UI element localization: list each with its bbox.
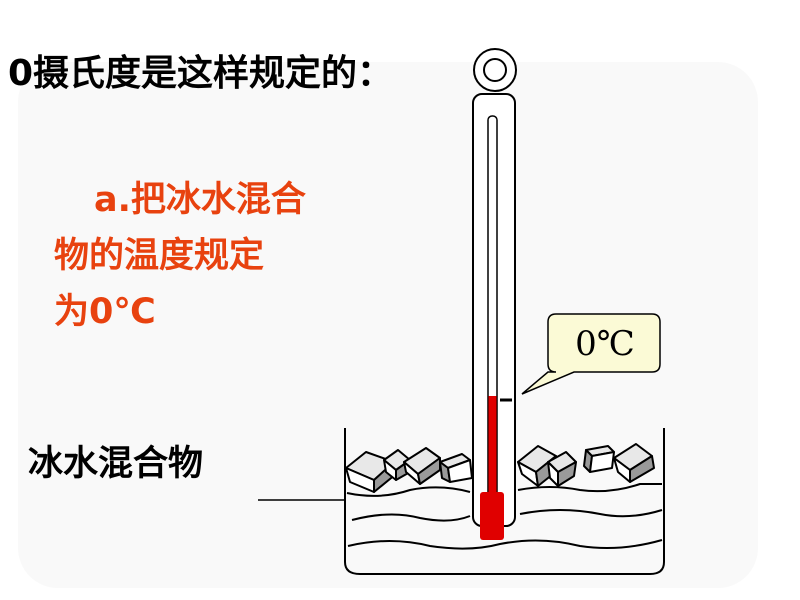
definition-line-1: a.把冰水混合 xyxy=(94,180,306,220)
ice-cube-2 xyxy=(383,449,411,481)
mercury-column xyxy=(488,396,497,500)
ice-cube-4 xyxy=(439,453,473,483)
mercury-bulb xyxy=(480,492,504,540)
beaker-outline xyxy=(344,428,665,575)
water-wave-5 xyxy=(347,539,663,550)
definition-text: a.把冰水混合 物的温度规定 为0℃ xyxy=(54,172,374,340)
thermometer-reading-callout: 0℃ xyxy=(575,324,635,364)
thermometer xyxy=(472,48,517,540)
water-wave-3 xyxy=(351,513,471,522)
ice-cube-3 xyxy=(403,447,441,485)
ice-cube-7 xyxy=(583,445,615,473)
mixture-label: 冰水混合物 xyxy=(28,444,204,484)
ice-cube-6 xyxy=(547,451,577,487)
water-wave-1 xyxy=(346,486,471,497)
water-wave-2 xyxy=(517,483,662,493)
callout-bubble xyxy=(521,313,661,395)
water-wave-4 xyxy=(519,509,663,518)
thermometer-ring-inner xyxy=(483,58,507,82)
definition-line-3: 为0℃ xyxy=(54,292,156,332)
definition-line-2: 物的温度规定 xyxy=(54,236,265,276)
ice-cube-8 xyxy=(613,443,655,483)
slide-title: 0摄氏度是这样规定的： xyxy=(8,53,394,94)
